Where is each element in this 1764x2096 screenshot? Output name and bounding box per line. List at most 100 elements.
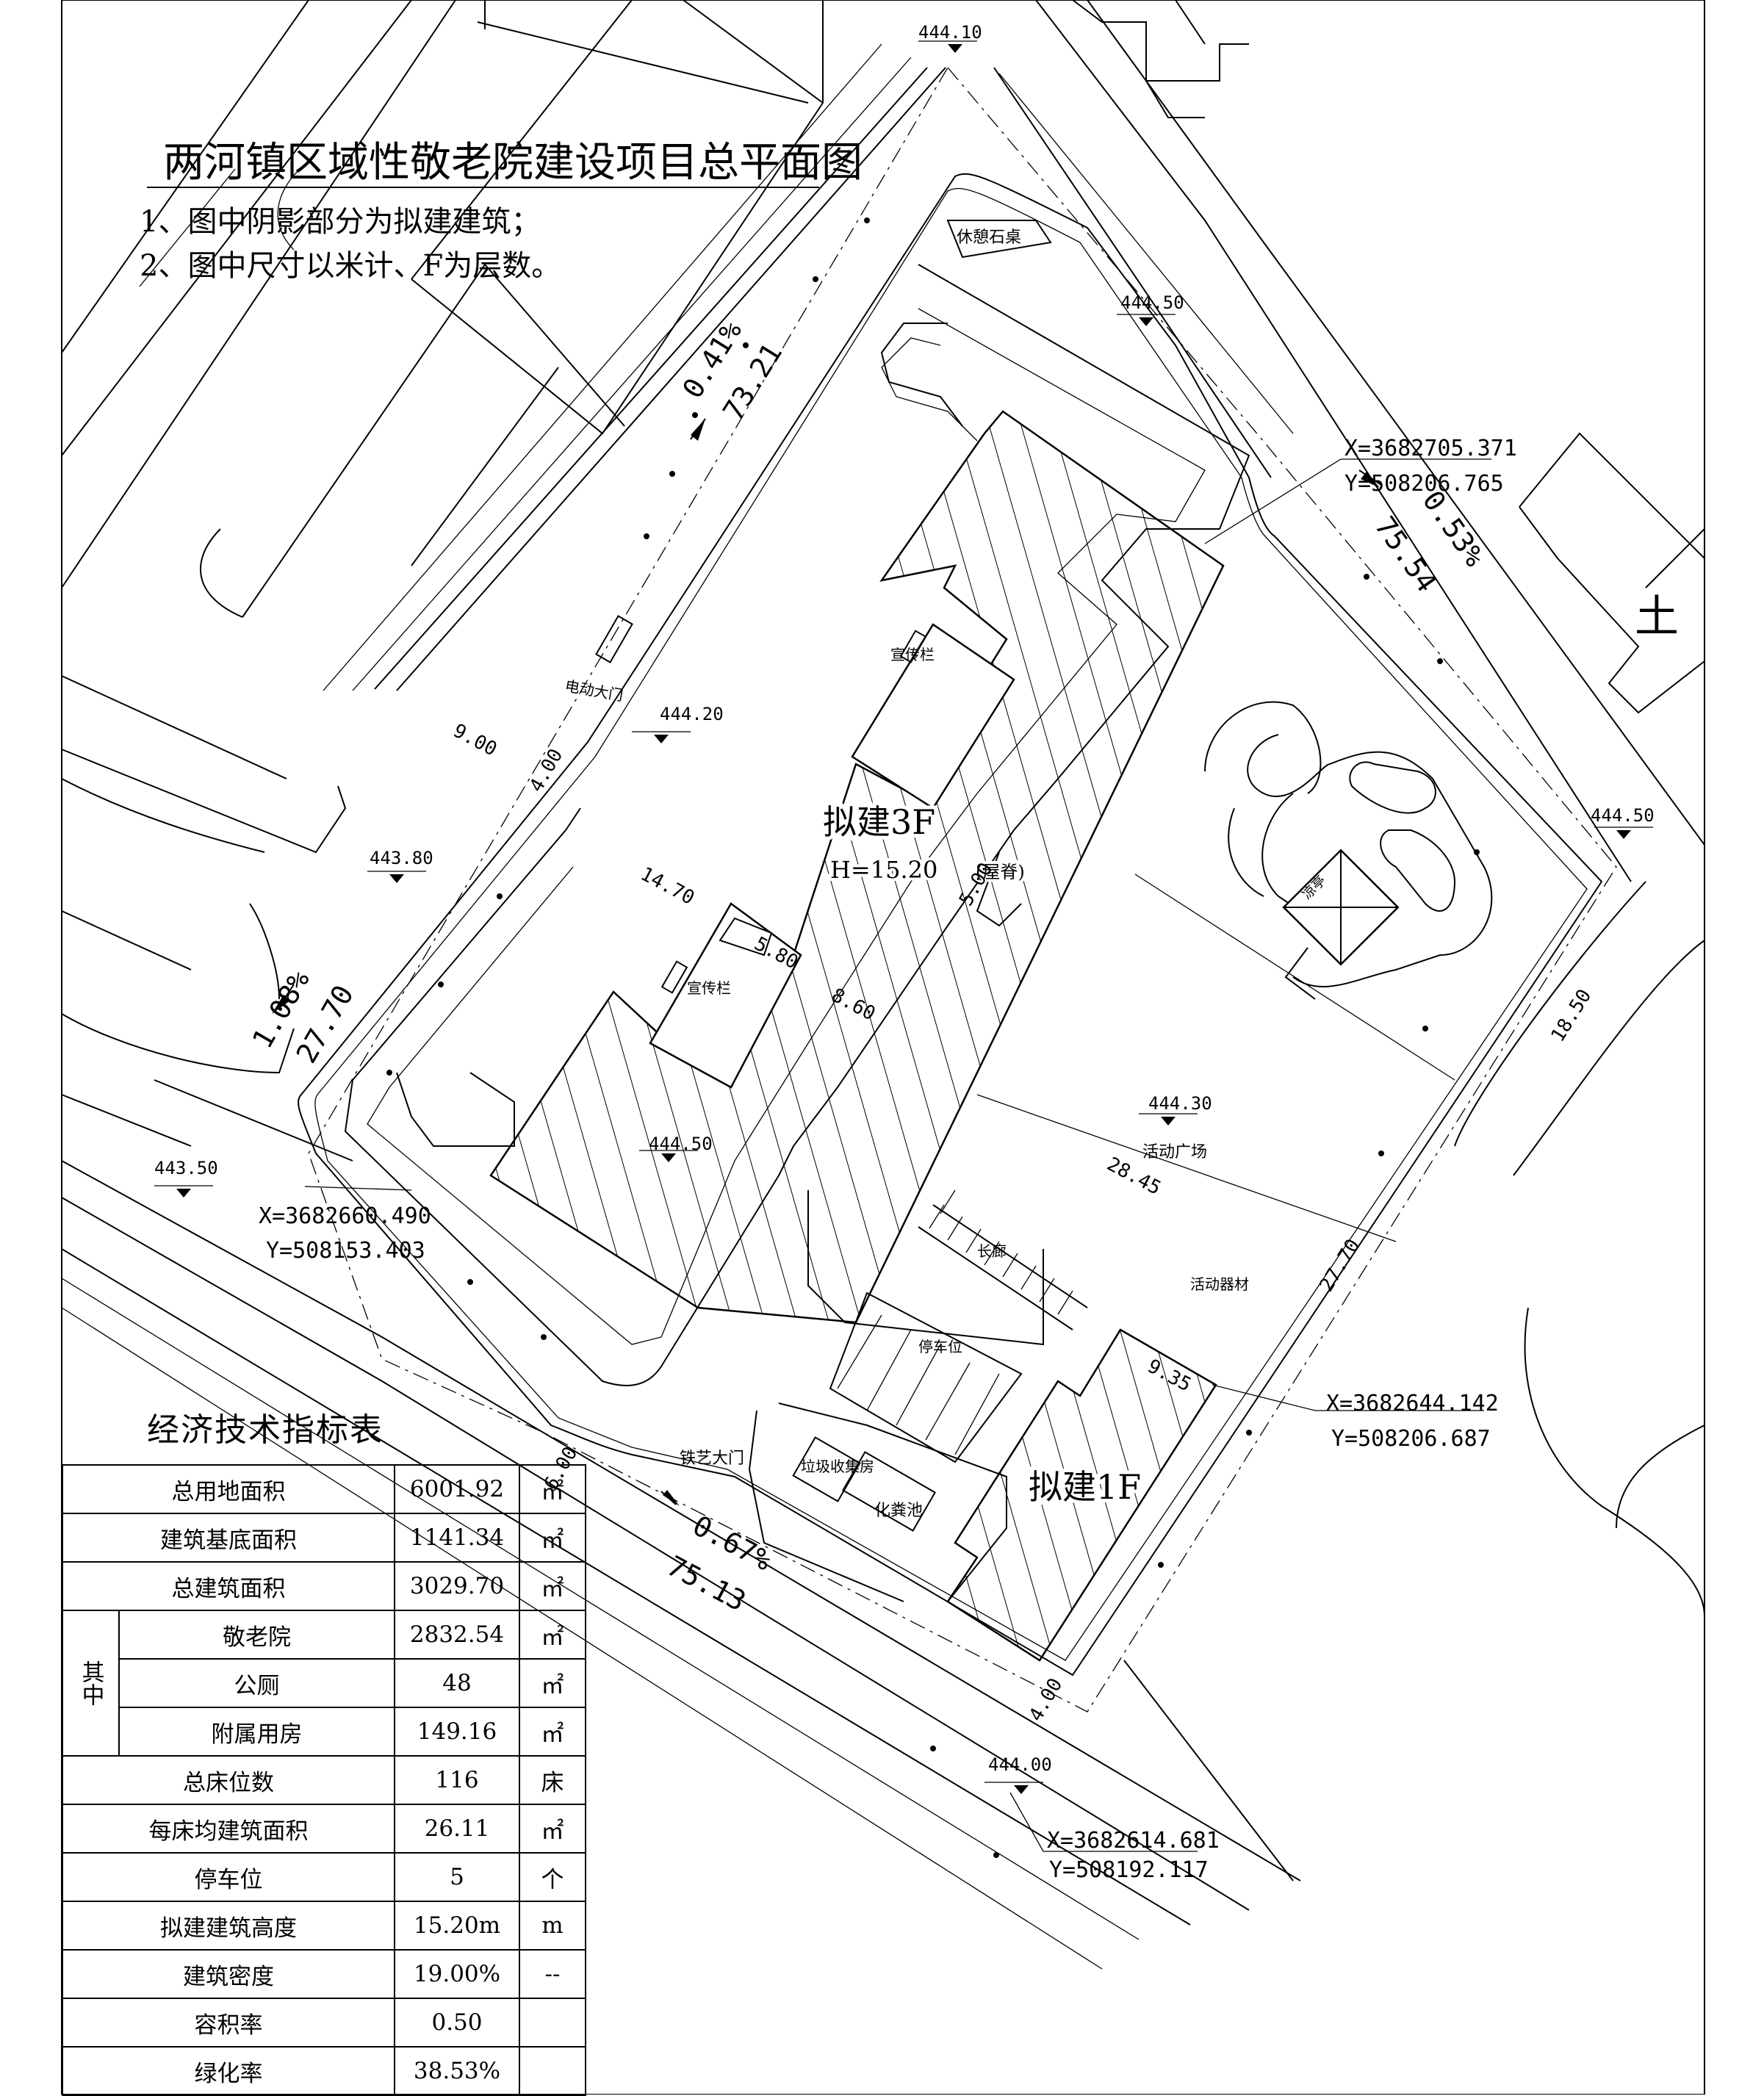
table-row: 附属用房 149.16 ㎡ — [62, 1707, 586, 1757]
row-unit: 个 — [519, 1852, 586, 1902]
econ-table-title: 经济技术指标表 — [147, 1411, 384, 1449]
elevation-label: 444.30 — [1148, 1093, 1212, 1114]
elevation-label: 443.80 — [370, 848, 433, 868]
parking-label: 停车位 — [918, 1338, 962, 1355]
drawing-frame — [61, 0, 1705, 2095]
dimension-arrows — [272, 418, 1382, 1506]
inner-dim: 14.70 — [637, 863, 698, 910]
row-value: 38.53% — [394, 2046, 520, 2096]
table-row: 建筑密度 19.00% -- — [62, 1949, 586, 1999]
inner-dim: 27.70 — [1315, 1235, 1364, 1295]
group-label: 其中 — [62, 1610, 120, 1757]
row-unit: -- — [519, 1949, 586, 1999]
main-building-court — [851, 623, 1015, 810]
iron-gate-label: 铁艺大门 — [680, 1449, 744, 1468]
neighbor-buildings-ne — [1072, 0, 1705, 714]
row-unit: 床 — [519, 1755, 586, 1805]
garden — [1204, 701, 1493, 1000]
table-row: 总用地面积 6001.92 ㎡ — [62, 1464, 586, 1514]
elevation-label: 444.10 — [918, 22, 982, 43]
elevation-label: 444.50 — [1591, 805, 1655, 826]
site-boundary — [308, 66, 1617, 1713]
elevation-label: 444.20 — [660, 704, 724, 724]
coordinate-leaders — [304, 458, 1491, 1852]
inner-dim: 9.00 — [450, 720, 500, 761]
corridor-structure — [918, 1189, 1088, 1330]
rest-table-label: 休憩石桌 — [957, 228, 1021, 247]
table-row: 停车位 5 个 — [62, 1852, 586, 1902]
elevation-label: 444.00 — [988, 1754, 1052, 1775]
elevation-markers — [154, 40, 1653, 1794]
road-network — [61, 0, 1705, 1970]
electric-gate-label: 电动大门 — [564, 677, 624, 705]
row-unit: m — [519, 1901, 586, 1951]
note-1: 1、图中阴影部分为拟建建筑； — [140, 205, 540, 239]
row-unit — [519, 2046, 586, 2096]
table-row: 其中 敬老院 2832.54 ㎡ — [62, 1610, 586, 1757]
coordinate-y: Y=508153.403 — [266, 1238, 425, 1264]
row-name: 绿化率 — [62, 2046, 395, 2096]
elevation-label: 444.50 — [1120, 292, 1184, 313]
row-name: 每床均建筑面积 — [62, 1804, 395, 1854]
coordinate-x: X=3682660.490 — [259, 1203, 431, 1229]
coordinate-y: Y=508206.765 — [1344, 471, 1504, 497]
row-name: 公厕 — [118, 1658, 395, 1708]
equipment-label: 活动器材 — [1190, 1275, 1249, 1293]
row-name: 建筑密度 — [62, 1949, 395, 1999]
inner-dim: 4.00 — [1025, 1674, 1067, 1725]
row-name: 建筑基底面积 — [62, 1513, 395, 1563]
main-building-label: 拟建3F — [823, 802, 935, 842]
drawing-title: 两河镇区域性敬老院建设项目总平面图 — [163, 139, 863, 187]
row-unit: ㎡ — [519, 1707, 586, 1757]
rest-table-box — [946, 220, 1052, 259]
table-row: 公厕 48 ㎡ — [62, 1658, 586, 1708]
parking-area — [829, 1292, 1023, 1463]
plaza-edge — [1134, 874, 1455, 1081]
elevation-label: 444.50 — [649, 1134, 713, 1154]
row-name: 总床位数 — [62, 1755, 395, 1805]
row-value: 19.00% — [394, 1949, 520, 1999]
row-name: 总建筑面积 — [62, 1561, 395, 1611]
coordinate-y: Y=508206.687 — [1331, 1426, 1491, 1452]
promo-board-label: 宣传栏 — [687, 979, 731, 997]
table-row: 每床均建筑面积 26.11 ㎡ — [62, 1804, 586, 1854]
row-unit — [519, 1998, 586, 2048]
table-row: 绿化率 38.53% — [62, 2046, 586, 2096]
inner-dim: 4.00 — [525, 745, 567, 796]
site-wall — [298, 173, 1603, 1677]
row-value: 0.50 — [394, 1998, 520, 2048]
row-unit: ㎡ — [519, 1561, 586, 1611]
row-value: 149.16 — [394, 1707, 520, 1757]
table-row: 建筑基底面积 1141.34 ㎡ — [62, 1513, 586, 1563]
row-unit: ㎡ — [519, 1658, 586, 1708]
coordinate-y: Y=508192.117 — [1049, 1857, 1209, 1883]
elevation-label: 443.50 — [154, 1158, 218, 1178]
row-name: 容积率 — [62, 1998, 395, 2048]
main-building-height: H=15.20 — [830, 856, 937, 884]
neighbor-char: 土 — [1635, 591, 1679, 643]
row-value: 26.11 — [394, 1804, 520, 1854]
row-name: 停车位 — [62, 1852, 395, 1902]
row-value: 3029.70 — [394, 1561, 520, 1611]
row-unit: ㎡ — [519, 1610, 586, 1660]
septic-label: 化粪池 — [874, 1502, 923, 1520]
table-row: 容积率 0.50 — [62, 1998, 586, 2048]
coordinate-x: X=3682644.142 — [1326, 1391, 1499, 1416]
electric-gate-box — [595, 615, 633, 663]
garbage-house — [792, 1436, 861, 1502]
corridor-label: 长廊 — [977, 1242, 1007, 1260]
table-row: 总建筑面积 3029.70 ㎡ — [62, 1561, 586, 1611]
main-building-height-note: (屋脊) — [976, 862, 1025, 882]
row-value: 5 — [394, 1852, 520, 1902]
neighbor-parcels — [61, 0, 824, 1162]
econ-table: 总用地面积 6001.92 ㎡ 建筑基底面积 1141.34 ㎡ 总建筑面积 3… — [62, 1464, 586, 2096]
wall-ticks — [386, 217, 1480, 1858]
garbage-label: 垃圾收集房 — [801, 1458, 874, 1475]
coordinate-x: X=3682614.681 — [1047, 1828, 1220, 1854]
row-unit: ㎡ — [519, 1464, 586, 1514]
row-value: 15.20m — [394, 1901, 520, 1951]
plaza-label: 活动广场 — [1142, 1143, 1207, 1162]
row-name: 拟建建筑高度 — [62, 1901, 395, 1951]
annex-building — [946, 1328, 1217, 1662]
